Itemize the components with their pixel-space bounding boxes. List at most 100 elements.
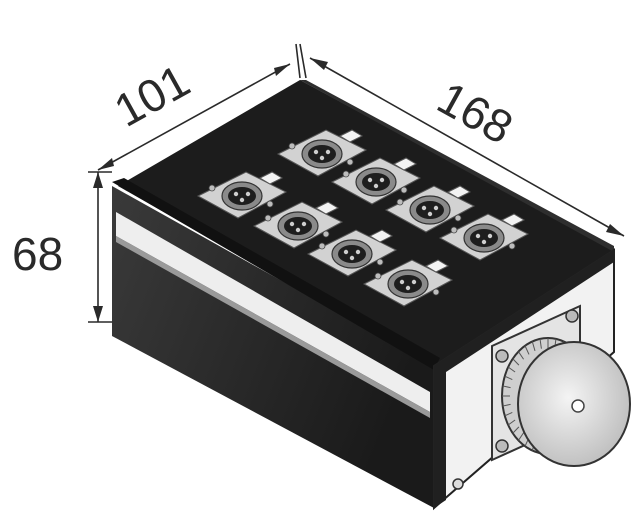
xlr-pin-hole [481, 239, 487, 245]
xlr-pin-hole [343, 249, 349, 255]
xlr-mount-screw [508, 242, 516, 250]
xlr-pin-hole [475, 233, 481, 239]
multipin-plate-screw [495, 439, 509, 453]
knurl-line [531, 341, 536, 352]
box-top-rim [300, 80, 614, 252]
xlr-connector [252, 201, 344, 249]
multipin-plate-screw [565, 309, 579, 323]
height-arrow-bottom [93, 306, 103, 322]
xlr-connector [306, 229, 398, 277]
multipin-plate-screw [495, 349, 509, 363]
xlr-socket-face [362, 173, 390, 191]
xlr-pin-hole [373, 183, 379, 189]
xlr-pin-hole [487, 233, 493, 239]
xlr-pin-hole [301, 221, 307, 227]
xlr-connector [384, 185, 476, 233]
xlr-mount-screw [400, 186, 408, 194]
xlr-pin-hole [405, 285, 411, 291]
xlr-mount-screw [374, 272, 382, 280]
xlr-socket-face [228, 187, 256, 205]
xlr-socket-face [394, 275, 422, 293]
knurl-line [507, 366, 516, 373]
xlr-pin-hole [325, 149, 331, 155]
knurl-line [502, 403, 511, 407]
xlr-mount-screw [288, 142, 296, 150]
knurl-line [524, 345, 530, 355]
multipin-connector [491, 304, 631, 467]
xlr-connector-panel [196, 129, 530, 307]
knurl-line [512, 358, 520, 366]
xlr-pin-hole [295, 227, 301, 233]
xlr-pin-hole [399, 279, 405, 285]
xlr-pin-hole [379, 177, 385, 183]
width-arrow-right [274, 64, 290, 76]
knurl-line [512, 426, 520, 434]
length-dimension-line [309, 57, 625, 237]
xlr-pin-hole [313, 149, 319, 155]
knurl-line [539, 338, 542, 349]
xlr-socket-face [308, 145, 336, 163]
xlr-socket-face [470, 229, 498, 247]
xlr-latch-tab [258, 171, 284, 185]
xlr-mount-screw [396, 198, 404, 206]
xlr-pin-hole [355, 249, 361, 255]
xlr-pin-hole [411, 279, 417, 285]
length-extension-line [299, 43, 307, 79]
height-label: 68 [12, 228, 63, 280]
xlr-mount-screw [346, 158, 354, 166]
xlr-mount-screw [376, 258, 384, 266]
xlr-mount-screw [322, 230, 330, 238]
knurl-line [504, 411, 513, 417]
xlr-latch-tab [500, 213, 526, 227]
box-front-stripe [116, 212, 430, 412]
xlr-socket-face [338, 245, 366, 263]
xlr-socket-face [284, 217, 312, 235]
length-label: 168 [429, 71, 521, 154]
xlr-connector [330, 157, 422, 205]
xlr-pin-hole [289, 221, 295, 227]
knurl-line [504, 375, 513, 381]
xlr-latch-tab [392, 157, 418, 171]
xlr-connector [196, 171, 288, 219]
stage-box-body [112, 80, 615, 511]
xlr-latch-tab [424, 259, 450, 273]
dimension-height: 68 [12, 171, 112, 323]
height-arrow-top [93, 172, 103, 188]
knurl-line [507, 419, 516, 426]
xlr-mount-screw [454, 214, 462, 222]
xlr-mount-screw [266, 200, 274, 208]
xlr-mount-screw [432, 288, 440, 296]
width-dimension-line [97, 63, 291, 171]
end-panel-screw [452, 478, 464, 490]
xlr-pin-hole [427, 211, 433, 217]
xlr-pin-hole [349, 255, 355, 261]
xlr-connector [276, 129, 368, 177]
xlr-pin-hole [319, 155, 325, 161]
xlr-mount-screw [342, 170, 350, 178]
xlr-pin-hole [233, 191, 239, 197]
xlr-pin-hole [239, 197, 245, 203]
width-label: 101 [106, 54, 198, 137]
xlr-connector [362, 259, 454, 307]
width-arrow-left [98, 158, 114, 170]
xlr-connector [438, 213, 530, 261]
xlr-mount-screw [450, 226, 458, 234]
xlr-latch-tab [338, 129, 364, 143]
multipin-cap-center [571, 399, 585, 413]
xlr-mount-screw [208, 184, 216, 192]
xlr-socket-face [416, 201, 444, 219]
xlr-latch-tab [368, 229, 394, 243]
box-top-face [118, 80, 614, 366]
xlr-pin-hole [433, 205, 439, 211]
xlr-pin-hole [367, 177, 373, 183]
knurl-line [518, 351, 524, 360]
xlr-latch-tab [314, 201, 340, 215]
xlr-mount-screw [318, 242, 326, 250]
box-front-edge [112, 178, 440, 370]
xlr-pin-hole [245, 191, 251, 197]
length-arrow-left [310, 58, 328, 70]
box-front-stripe-shade [116, 236, 430, 418]
xlr-latch-tab [446, 185, 472, 199]
xlr-mount-screw [264, 214, 272, 222]
